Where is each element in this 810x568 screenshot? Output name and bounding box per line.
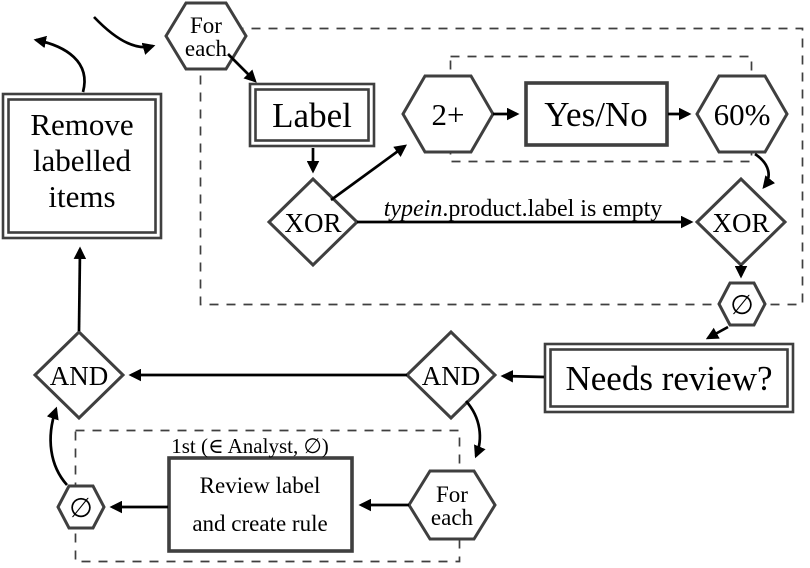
remove-items-label-line1: Remove (30, 107, 133, 142)
empty-set-right-hexagon (717, 281, 767, 327)
iteration-annotation-label: 1st (∈ Analyst, ∅) (171, 434, 329, 458)
remove-items-box (1, 92, 163, 240)
needs-review-box (543, 342, 795, 414)
label-box-inner (254, 88, 370, 142)
outer-dashed-boundary (199, 27, 804, 306)
needs-review-label: Needs review? (566, 359, 773, 398)
empty-set-bottom-hexagon (56, 484, 106, 530)
empty-set-right-label: ∅ (730, 290, 754, 320)
condition-edge-label-rest: .product.label is empty (442, 196, 662, 222)
for-each-bottom-label-line2: each (431, 505, 474, 530)
sixty-percent-hexagon (695, 74, 789, 154)
remove-items-label-line2: labelled (33, 143, 132, 178)
arrow-remove-items-exit (33, 35, 86, 93)
for-each-top-label-line1: For (190, 13, 222, 38)
sixty-percent-label: 60% (714, 97, 771, 132)
arrow-for-each-to-label (227, 53, 257, 83)
label-box (248, 82, 376, 148)
arrow-and-left-to-remove-items (73, 246, 87, 332)
arrow-and-right-to-for-each-bottom (464, 400, 486, 459)
xor-left-label: XOR (284, 208, 341, 238)
remove-items-label-line3: items (48, 179, 115, 214)
arrow-sixty-percent-to-xor-right (754, 152, 776, 189)
for-each-bottom-label-line1: For (436, 482, 468, 507)
for-each-top-hexagon (164, 1, 248, 71)
label-box-label: Label (272, 96, 352, 135)
review-rule-label-line2: and create rule (192, 511, 327, 536)
and-right-label: AND (422, 361, 481, 391)
xor-right-diamond (694, 176, 788, 268)
empty-set-bottom-label: ∅ (69, 493, 93, 523)
two-plus-label: 2+ (432, 97, 465, 132)
for-each-bottom-hexagon (407, 469, 497, 541)
needs-review-box-inner (549, 348, 789, 408)
remove-items-box-inner (7, 98, 157, 234)
yes-no-label: Yes/No (544, 95, 647, 134)
and-left-label: AND (50, 361, 109, 391)
arrow-into-for-each-top (93, 16, 156, 55)
arrow-xor-left-to-two-plus (330, 144, 408, 202)
condition-edge-label: typein.product.label is empty (384, 196, 663, 222)
review-rule-box (167, 456, 354, 553)
yes-no-box (524, 81, 669, 147)
xor-right-label: XOR (712, 208, 769, 238)
and-right-diamond (404, 329, 498, 421)
and-left-diamond (32, 329, 126, 421)
review-rule-label-line1: Review label (200, 473, 321, 498)
arrow-empty-set-bottom-to-and-left (46, 406, 69, 486)
arrow-empty-set-to-needs-review (705, 325, 729, 340)
condition-edge-label-var: typein (384, 196, 443, 222)
for-each-top-label-line2: each (185, 36, 228, 61)
arrow-needs-review-to-and-right (500, 369, 545, 383)
